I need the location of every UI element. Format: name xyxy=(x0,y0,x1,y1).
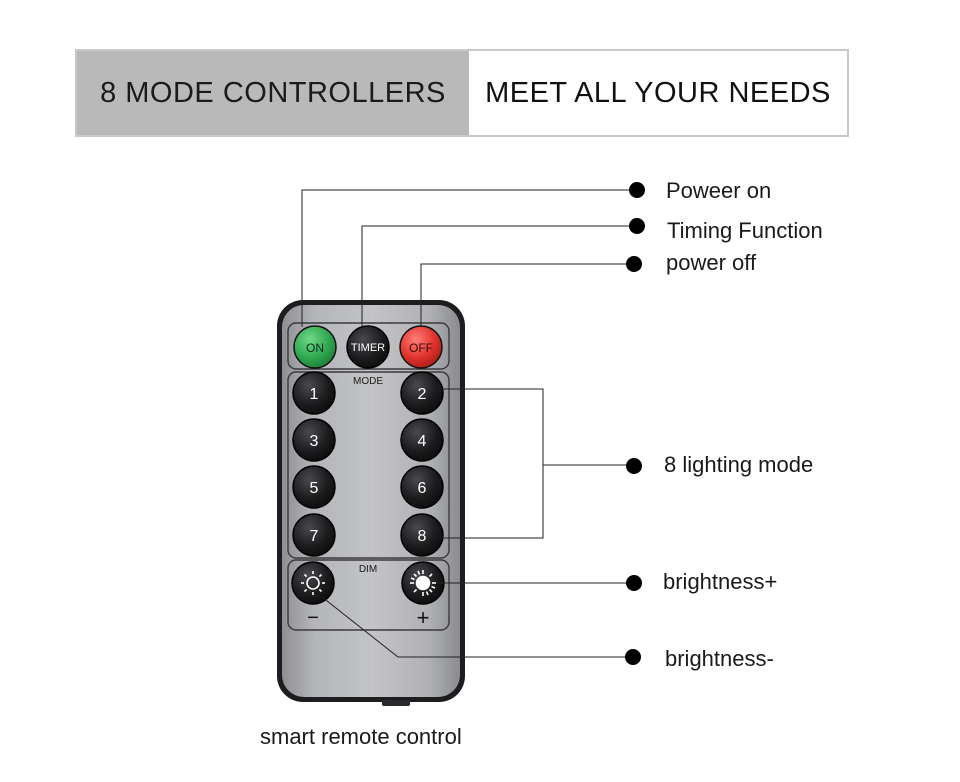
leader-timing xyxy=(361,225,636,327)
dot-lighting-mode xyxy=(626,458,642,474)
svg-text:1: 1 xyxy=(310,386,319,403)
brightness-plus-button[interactable] xyxy=(401,561,445,605)
svg-text:2: 2 xyxy=(418,386,427,403)
off-button[interactable]: OFF xyxy=(399,325,443,369)
leader-power-on xyxy=(301,189,636,327)
svg-text:TIMER: TIMER xyxy=(351,342,385,354)
mode-button-2[interactable]: 2 xyxy=(400,371,444,415)
svg-text:8: 8 xyxy=(418,528,427,545)
mode-label: MODE xyxy=(353,376,383,387)
banner-left-text: 8 MODE CONTROLLERS xyxy=(77,51,469,135)
on-button[interactable]: ON xyxy=(293,325,337,369)
mode-button-3[interactable]: 3 xyxy=(292,418,336,462)
label-timing-function: Timing Function xyxy=(667,218,823,243)
minus-sign: − xyxy=(307,607,319,629)
label-power-on: Poweer on xyxy=(666,178,772,203)
dot-timing xyxy=(629,218,645,234)
leader-mode-bracket xyxy=(438,388,544,539)
mode-button-5[interactable]: 5 xyxy=(292,465,336,509)
leader-brightness-minus xyxy=(321,596,633,658)
svg-text:3: 3 xyxy=(310,433,319,450)
label-power-off: power off xyxy=(666,250,757,275)
svg-text:6: 6 xyxy=(418,480,427,497)
dot-power-off xyxy=(626,256,642,272)
mode-section-frame xyxy=(287,371,450,559)
svg-text:7: 7 xyxy=(310,528,319,545)
timer-button[interactable]: TIMER xyxy=(346,325,390,369)
svg-text:OFF: OFF xyxy=(409,341,433,355)
mode-button-1[interactable]: 1 xyxy=(292,371,336,415)
label-brightness-plus: brightness+ xyxy=(663,569,778,594)
mode-button-7[interactable]: 7 xyxy=(292,513,336,557)
dim-label: DIM xyxy=(359,564,377,575)
mode-button-4[interactable]: 4 xyxy=(400,418,444,462)
label-lighting-mode: 8 lighting mode xyxy=(664,452,814,477)
leader-lines xyxy=(301,189,636,658)
dot-brightness-minus xyxy=(625,649,641,665)
svg-text:4: 4 xyxy=(418,433,427,450)
caption: smart remote control xyxy=(260,724,462,749)
dim-section-frame xyxy=(287,559,450,631)
svg-text:ON: ON xyxy=(306,341,324,355)
sun-outline-icon xyxy=(301,571,325,595)
mode-button-6[interactable]: 6 xyxy=(400,465,444,509)
banner-right-text: MEET ALL YOUR NEEDS xyxy=(469,51,847,135)
svg-text:5: 5 xyxy=(310,480,319,497)
brightness-minus-button[interactable] xyxy=(291,561,335,605)
sun-filled-icon xyxy=(410,570,436,596)
mode-button-8[interactable]: 8 xyxy=(400,513,444,557)
power-section-frame xyxy=(287,322,450,370)
dot-power-on xyxy=(629,182,645,198)
title-banner: 8 MODE CONTROLLERS MEET ALL YOUR NEEDS xyxy=(75,49,849,137)
label-brightness-minus: brightness- xyxy=(665,646,774,671)
leader-power-off xyxy=(420,263,633,327)
dot-brightness-plus xyxy=(626,575,642,591)
plus-sign: + xyxy=(417,605,430,630)
